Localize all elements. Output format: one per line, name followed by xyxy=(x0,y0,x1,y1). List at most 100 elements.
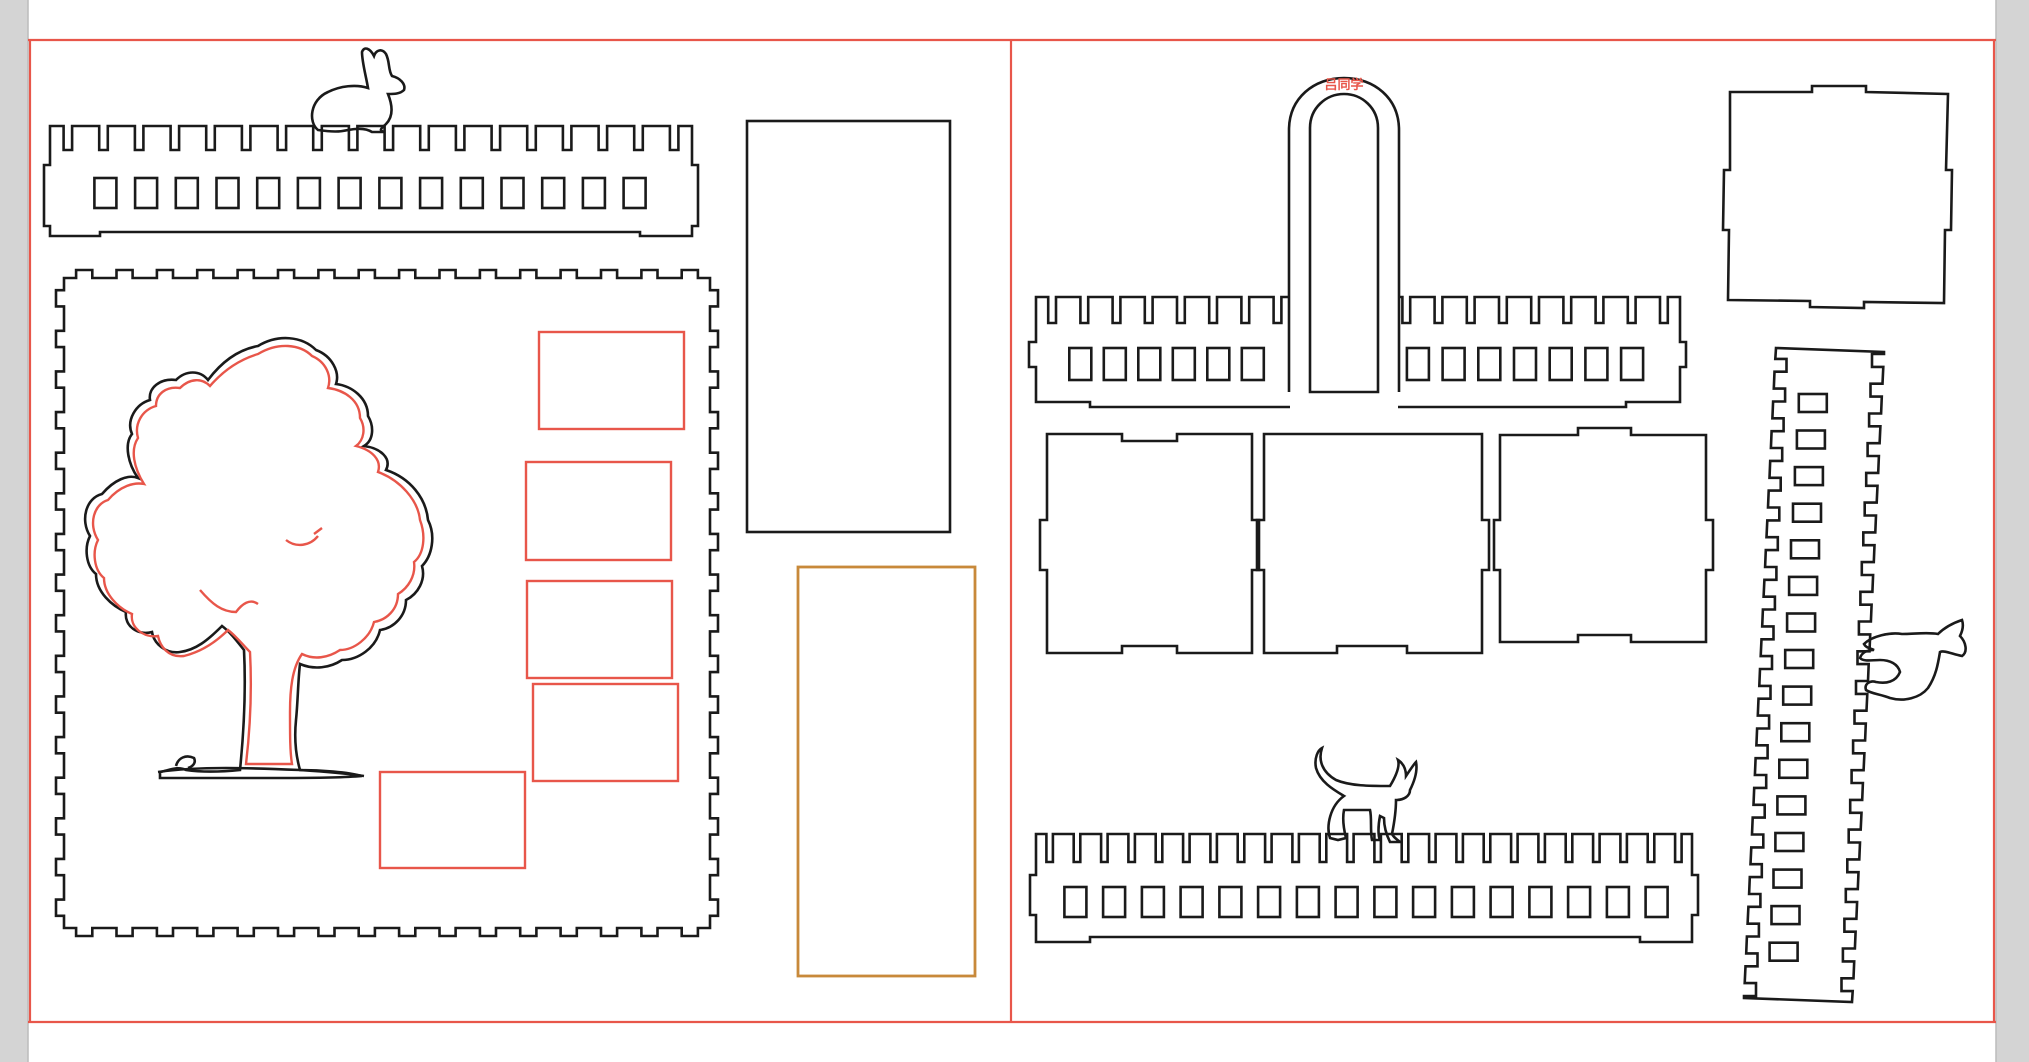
fence-window xyxy=(1584,346,1609,382)
fence-window xyxy=(1441,346,1466,382)
ladder-outline xyxy=(1742,346,1886,1004)
fence-window xyxy=(1140,885,1166,919)
squirrel-silhouette[interactable] xyxy=(1858,618,1967,701)
ladder-window xyxy=(1785,612,1817,633)
ladder-window xyxy=(1787,575,1819,597)
fence-window xyxy=(1334,885,1359,919)
ladder-window xyxy=(1772,868,1803,889)
engraved-rect-5[interactable] xyxy=(378,770,527,870)
fence-window xyxy=(337,176,362,210)
fence-window xyxy=(1179,885,1204,919)
tree-branch-detail xyxy=(199,589,259,614)
engraved-rectangles xyxy=(378,330,686,870)
engraved-label: 吕同学 xyxy=(1324,77,1363,93)
square-panel-1[interactable] xyxy=(1038,432,1261,655)
ladder-window xyxy=(1768,941,1799,963)
arch-inner xyxy=(1308,92,1380,394)
middle-fence-panel[interactable] xyxy=(1027,290,1688,410)
fence-window xyxy=(1477,346,1502,382)
fence-window xyxy=(581,176,607,210)
sheet-frame xyxy=(27,0,1997,1062)
tree-inner-engraving xyxy=(91,344,425,766)
fence-window xyxy=(622,176,647,210)
ladder-window xyxy=(1783,648,1815,670)
fence-window xyxy=(1206,346,1231,382)
fence-window xyxy=(1644,885,1669,919)
fence-window xyxy=(1605,885,1631,919)
large-tree-panel[interactable] xyxy=(54,268,720,938)
ladder-window xyxy=(1776,795,1807,816)
fence-window xyxy=(1411,885,1437,919)
ladder-window xyxy=(1774,831,1805,853)
fence-window xyxy=(1137,346,1162,382)
fence-window xyxy=(255,176,281,210)
fence-outline xyxy=(1028,832,1700,944)
fence-window xyxy=(500,176,525,210)
ladder-window xyxy=(1781,685,1813,706)
fence-window xyxy=(1063,885,1088,919)
cat-silhouette[interactable] xyxy=(1314,745,1418,844)
fence-window xyxy=(459,176,485,210)
fence-window xyxy=(133,176,159,210)
fence-window xyxy=(378,176,403,210)
fence-windows xyxy=(1068,346,1645,382)
bottom-fence-panel[interactable] xyxy=(1028,832,1700,944)
arch-handle[interactable]: 吕同学 xyxy=(1287,76,1401,394)
tree-engraving xyxy=(83,336,434,780)
square-tabbed-panels xyxy=(1038,84,1954,655)
ladder-window xyxy=(1789,538,1821,560)
squirrel-outline xyxy=(1858,618,1967,701)
ladder-window xyxy=(1770,904,1801,926)
fence-window xyxy=(1102,346,1128,382)
top-left-fence-panel[interactable] xyxy=(42,124,700,238)
fence-window xyxy=(1240,346,1266,382)
ladder-window xyxy=(1778,758,1809,780)
engraved-rect-1[interactable] xyxy=(537,330,686,431)
plain-rectangle-black[interactable] xyxy=(745,119,952,534)
small-mouse xyxy=(174,755,197,770)
fence-window xyxy=(1566,885,1592,919)
fence-window xyxy=(1512,346,1538,382)
fence-window xyxy=(1450,885,1476,919)
ground-line xyxy=(157,766,365,778)
fence-window xyxy=(93,176,118,210)
engraved-rect-3[interactable] xyxy=(525,579,674,680)
ladder-window xyxy=(1780,721,1811,743)
fence-outline xyxy=(42,124,700,238)
rabbit-outline xyxy=(310,47,406,134)
vertical-ladder-panel[interactable] xyxy=(1742,346,1886,1004)
fence-window xyxy=(1171,346,1197,382)
fence-outline xyxy=(1027,295,1688,409)
fence-windows xyxy=(1063,885,1669,919)
fence-windows xyxy=(93,176,647,210)
fence-window xyxy=(215,176,240,210)
engraved-rect-4[interactable] xyxy=(531,682,680,783)
fence-window xyxy=(540,176,566,210)
fence-window xyxy=(1405,346,1431,382)
fence-window xyxy=(1295,885,1321,919)
square-panel-3[interactable] xyxy=(1492,426,1715,644)
fence-window xyxy=(1528,885,1553,919)
arch-gap-mask xyxy=(1290,290,1398,410)
tree-outer-cut xyxy=(83,336,434,780)
cat-outline xyxy=(1314,745,1418,844)
fence-window xyxy=(1218,885,1243,919)
square-panel-2[interactable] xyxy=(1255,432,1491,655)
fence-window xyxy=(418,176,444,210)
ladder-window xyxy=(1795,429,1827,450)
engraved-rect-2[interactable] xyxy=(524,460,673,562)
fence-window xyxy=(174,176,200,210)
plain-rectangle-orange[interactable] xyxy=(796,565,977,978)
panel-outline xyxy=(54,268,720,938)
ladder-window xyxy=(1791,502,1823,524)
fence-window xyxy=(1489,885,1514,919)
fence-window xyxy=(1068,346,1093,382)
ladder-window xyxy=(1793,465,1825,487)
fence-window xyxy=(1101,885,1127,919)
square-panel-4[interactable] xyxy=(1721,84,1954,310)
fence-window xyxy=(296,176,322,210)
rabbit-silhouette[interactable] xyxy=(310,47,406,134)
ladder-windows xyxy=(1768,392,1829,963)
